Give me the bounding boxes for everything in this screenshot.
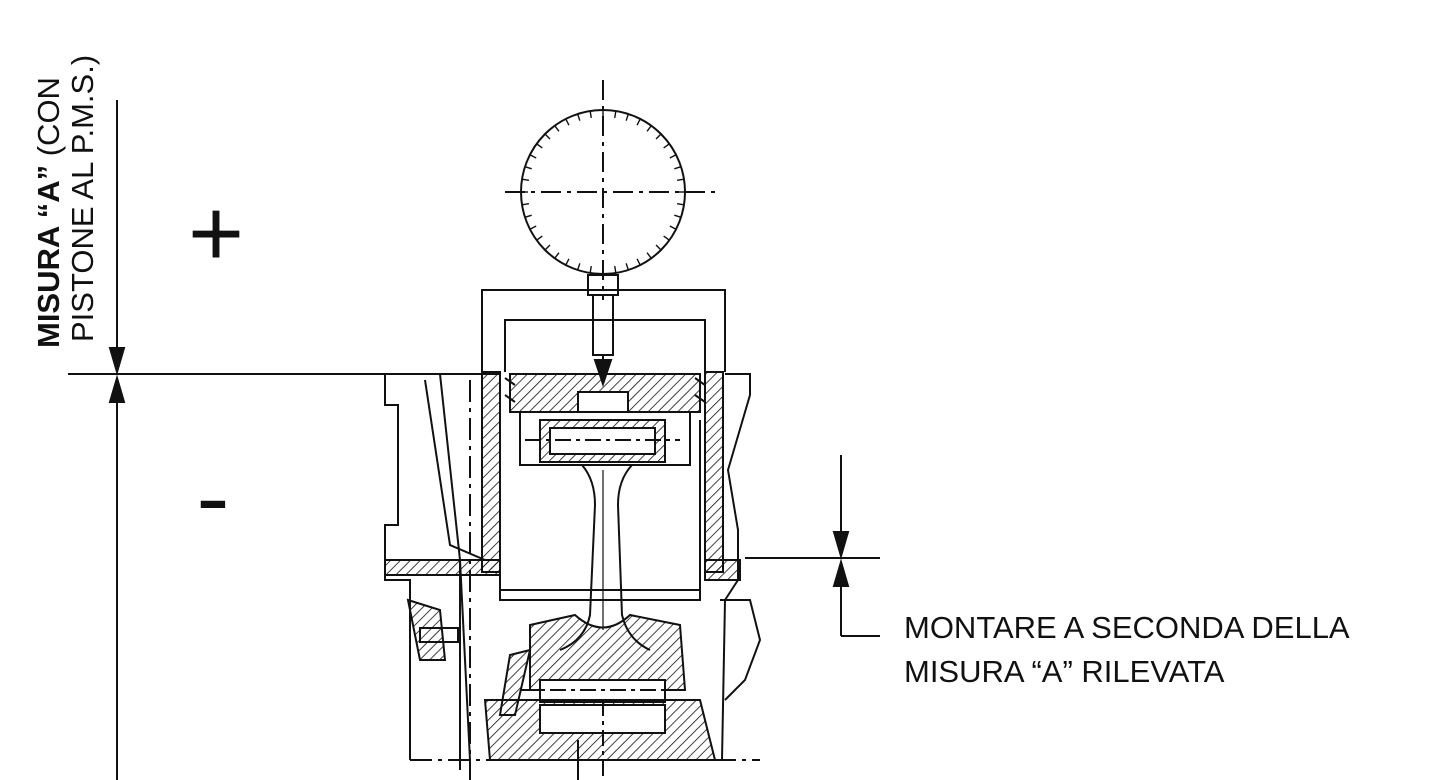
dial-tick bbox=[524, 165, 532, 170]
dial-tick bbox=[636, 118, 641, 126]
dial-tick bbox=[674, 165, 682, 170]
dial-tick bbox=[614, 110, 617, 119]
dial-tick bbox=[524, 214, 532, 219]
dial-gauge bbox=[505, 80, 715, 388]
measure-a-label: MISURA “A” (CON bbox=[31, 77, 66, 348]
dial-tick bbox=[536, 143, 543, 149]
measure-a-bold-text: MISURA “A” bbox=[31, 164, 66, 348]
dial-tick bbox=[625, 263, 630, 271]
dial-tick bbox=[529, 225, 537, 230]
dial-tick bbox=[554, 125, 560, 132]
dial-tick bbox=[544, 133, 551, 140]
dial-tick bbox=[536, 235, 543, 241]
engine-block-section bbox=[384, 371, 762, 780]
plus-sign: + bbox=[188, 180, 245, 287]
dial-tick bbox=[636, 258, 641, 266]
dial-tick bbox=[669, 154, 677, 159]
dial-tick bbox=[529, 154, 537, 159]
dial-tick bbox=[521, 178, 530, 181]
mount-instruction-line1: MONTARE A SECONDA DELLA bbox=[904, 610, 1350, 645]
dial-tick bbox=[646, 125, 652, 132]
dial-tick bbox=[565, 118, 570, 126]
dial-tick bbox=[589, 265, 592, 274]
dial-tick bbox=[674, 214, 682, 219]
dial-tick bbox=[625, 113, 630, 121]
dial-tick bbox=[663, 235, 670, 241]
dial-tick bbox=[669, 225, 677, 230]
dial-tick bbox=[576, 263, 581, 271]
adjustment-dimension bbox=[745, 455, 880, 637]
piston bbox=[499, 373, 706, 601]
measure-a-rest-text: (CON bbox=[31, 77, 66, 165]
dial-tick bbox=[663, 143, 670, 149]
dial-tick bbox=[646, 252, 652, 259]
minus-sign: - bbox=[197, 466, 229, 533]
dial-tick bbox=[655, 244, 662, 251]
measure-a-axis bbox=[68, 100, 500, 780]
dial-tick bbox=[565, 258, 570, 266]
dial-tick bbox=[521, 203, 530, 206]
measure-a-second-line: PISTONE AL P.M.S.) bbox=[65, 54, 100, 342]
dial-tick bbox=[576, 113, 581, 121]
dial-tick bbox=[554, 252, 560, 259]
gauge-support bbox=[481, 289, 726, 372]
connecting-rod bbox=[483, 464, 717, 780]
dial-tick bbox=[676, 203, 685, 206]
dial-tick bbox=[614, 265, 617, 274]
dial-tick bbox=[544, 244, 551, 251]
mount-instruction: MONTARE A SECONDA DELLA MISURA “A” RILEV… bbox=[904, 606, 1350, 694]
dial-tick bbox=[655, 133, 662, 140]
dial-tick bbox=[589, 110, 592, 119]
dial-tick bbox=[676, 178, 685, 181]
mount-instruction-line2: MISURA “A” RILEVATA bbox=[904, 654, 1225, 689]
